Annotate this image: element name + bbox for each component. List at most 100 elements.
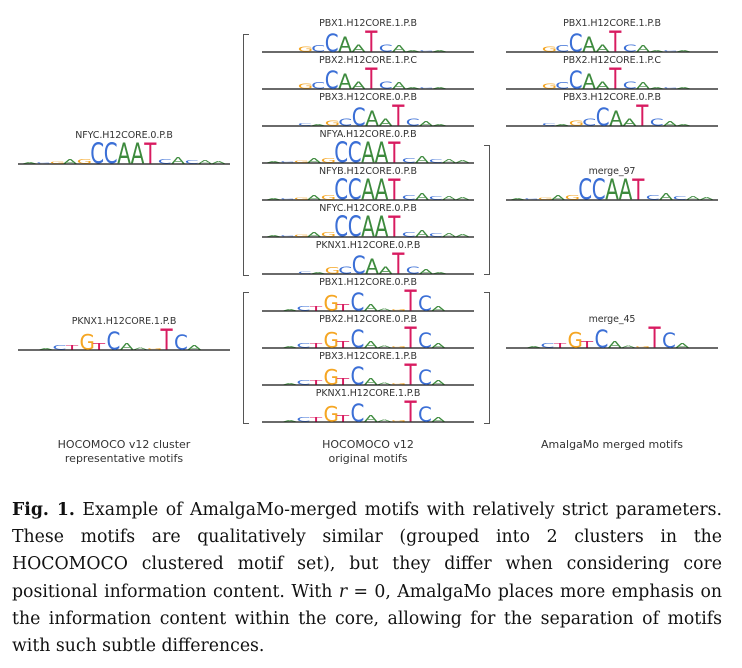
logo-letter-t: T xyxy=(553,342,567,349)
logo-letter-g: G xyxy=(542,82,557,91)
caption-text-end: = 0, AmalgaMo places more emphasis on th… xyxy=(12,581,722,657)
logo-letter-a: A xyxy=(433,124,447,126)
logo-letter-c: C xyxy=(280,198,294,200)
logo-letter-g: G xyxy=(542,45,557,54)
logo-letter-t: T xyxy=(387,210,401,244)
logo-letter-a: A xyxy=(686,196,700,201)
logo-letter-g: G xyxy=(324,402,339,427)
logo-letter-c: C xyxy=(419,87,433,89)
logo-letter-g: G xyxy=(391,309,406,311)
caption-line: HOCOMOCO v12 cluster xyxy=(57,438,191,451)
logo-letter-g: G xyxy=(294,235,309,238)
logo-letter-a: A xyxy=(375,210,389,244)
motif-label: PBX3.H12CORE.0.P.B xyxy=(563,92,661,103)
logo-letter-c: C xyxy=(429,196,443,201)
logo-letter-c: C xyxy=(297,379,311,386)
logo-letter-c: C xyxy=(311,44,325,54)
logo-letter-a: A xyxy=(283,309,297,311)
logo-letter-c: C xyxy=(596,104,610,133)
logo-letter-t: T xyxy=(309,342,323,349)
motif-label: PKNX1.H12CORE.1.P.B xyxy=(315,388,421,399)
logo-letter-g: G xyxy=(391,383,406,385)
logo-letter-c: C xyxy=(524,198,538,200)
logo-letter-t: T xyxy=(387,173,401,207)
motif-label: PBX1.H12CORE.1.P.B xyxy=(319,18,417,29)
logo-letter-t: T xyxy=(404,395,418,429)
logo-letter-a: A xyxy=(283,420,297,422)
logo-letter-t: T xyxy=(404,358,418,392)
logo-letter-a: A xyxy=(267,198,281,200)
logo-letter-c: C xyxy=(623,79,637,91)
logo-letter-a: A xyxy=(338,69,352,93)
logo-letter-c: C xyxy=(595,326,609,355)
motif-label: PBX3.H12CORE.0.P.B xyxy=(319,92,417,103)
logo-letter-a: A xyxy=(212,161,226,165)
logo-letter-g: G xyxy=(80,330,95,355)
logo-letter-a: A xyxy=(361,210,375,244)
logo-letter-c: C xyxy=(90,137,104,171)
logo-letter-a: A xyxy=(392,44,406,54)
logo-letter-a: A xyxy=(663,120,677,127)
logo-letter-a: A xyxy=(311,272,325,274)
logo-letter-c: C xyxy=(419,50,433,52)
logo-letter-a: A xyxy=(117,137,131,171)
logo-letter-a: A xyxy=(361,173,375,207)
logo-letter-g: G xyxy=(294,198,309,201)
logo-letter-a: A xyxy=(406,50,420,52)
logo-letter-a: A xyxy=(364,414,378,424)
logo-letter-c: C xyxy=(379,42,393,54)
logo-letter-a: A xyxy=(365,106,379,130)
logo-letter-a: A xyxy=(677,87,691,89)
logo-letter-c: C xyxy=(36,162,50,164)
logo-letter-g: G xyxy=(147,348,162,350)
logo-letter-a: A xyxy=(456,197,470,201)
motif-label: merge_45 xyxy=(588,314,636,325)
logo-letter-c: C xyxy=(662,328,676,352)
logo-letter-g: G xyxy=(298,82,313,91)
logo-letter-c: C xyxy=(280,161,294,163)
logo-letter-c: C xyxy=(402,157,416,164)
logo-letter-a: A xyxy=(432,416,446,423)
logo-letter-a: A xyxy=(582,32,596,56)
caption-line: HOCOMOCO v12 xyxy=(322,438,414,451)
logo-letter-a: A xyxy=(283,383,297,385)
logo-letter-c: C xyxy=(348,136,362,170)
logo-letter-c: C xyxy=(663,87,677,89)
logo-letter-c: C xyxy=(174,330,188,354)
logo-letter-a: A xyxy=(659,192,673,202)
logo-letter-a: A xyxy=(419,268,433,275)
logo-letter-t: T xyxy=(309,379,323,386)
logo-letter-a: A xyxy=(527,346,541,348)
logo-letter-a: A xyxy=(379,264,393,276)
logo-letter-t: T xyxy=(309,416,323,423)
logo-letter-c: C xyxy=(158,158,172,165)
logo-letter-t: T xyxy=(143,137,157,171)
logo-letter-a: A xyxy=(352,79,366,91)
logo-letter-t: T xyxy=(309,305,323,312)
logo-letter-a: A xyxy=(676,342,690,349)
motif-label: PBX1.H12CORE.0.P.B xyxy=(319,277,417,288)
logo-letter-a: A xyxy=(415,155,429,165)
logo-letter-c: C xyxy=(418,328,432,352)
logo-letter-a: A xyxy=(442,159,456,164)
logo-letter-a: A xyxy=(433,87,447,89)
logo-letter-t: T xyxy=(65,344,79,351)
logo-letter-c: C xyxy=(402,231,416,238)
logo-letter-a: A xyxy=(677,50,691,52)
logo-letter-c: C xyxy=(418,291,432,315)
logo-letter-c: C xyxy=(352,252,366,281)
motif-label: NFYA.H12CORE.0.P.B xyxy=(319,129,417,140)
logo-letter-t: T xyxy=(364,25,378,59)
logo-letter-t: T xyxy=(364,62,378,96)
motif-label: PBX2.H12CORE.1.P.C xyxy=(563,55,661,66)
